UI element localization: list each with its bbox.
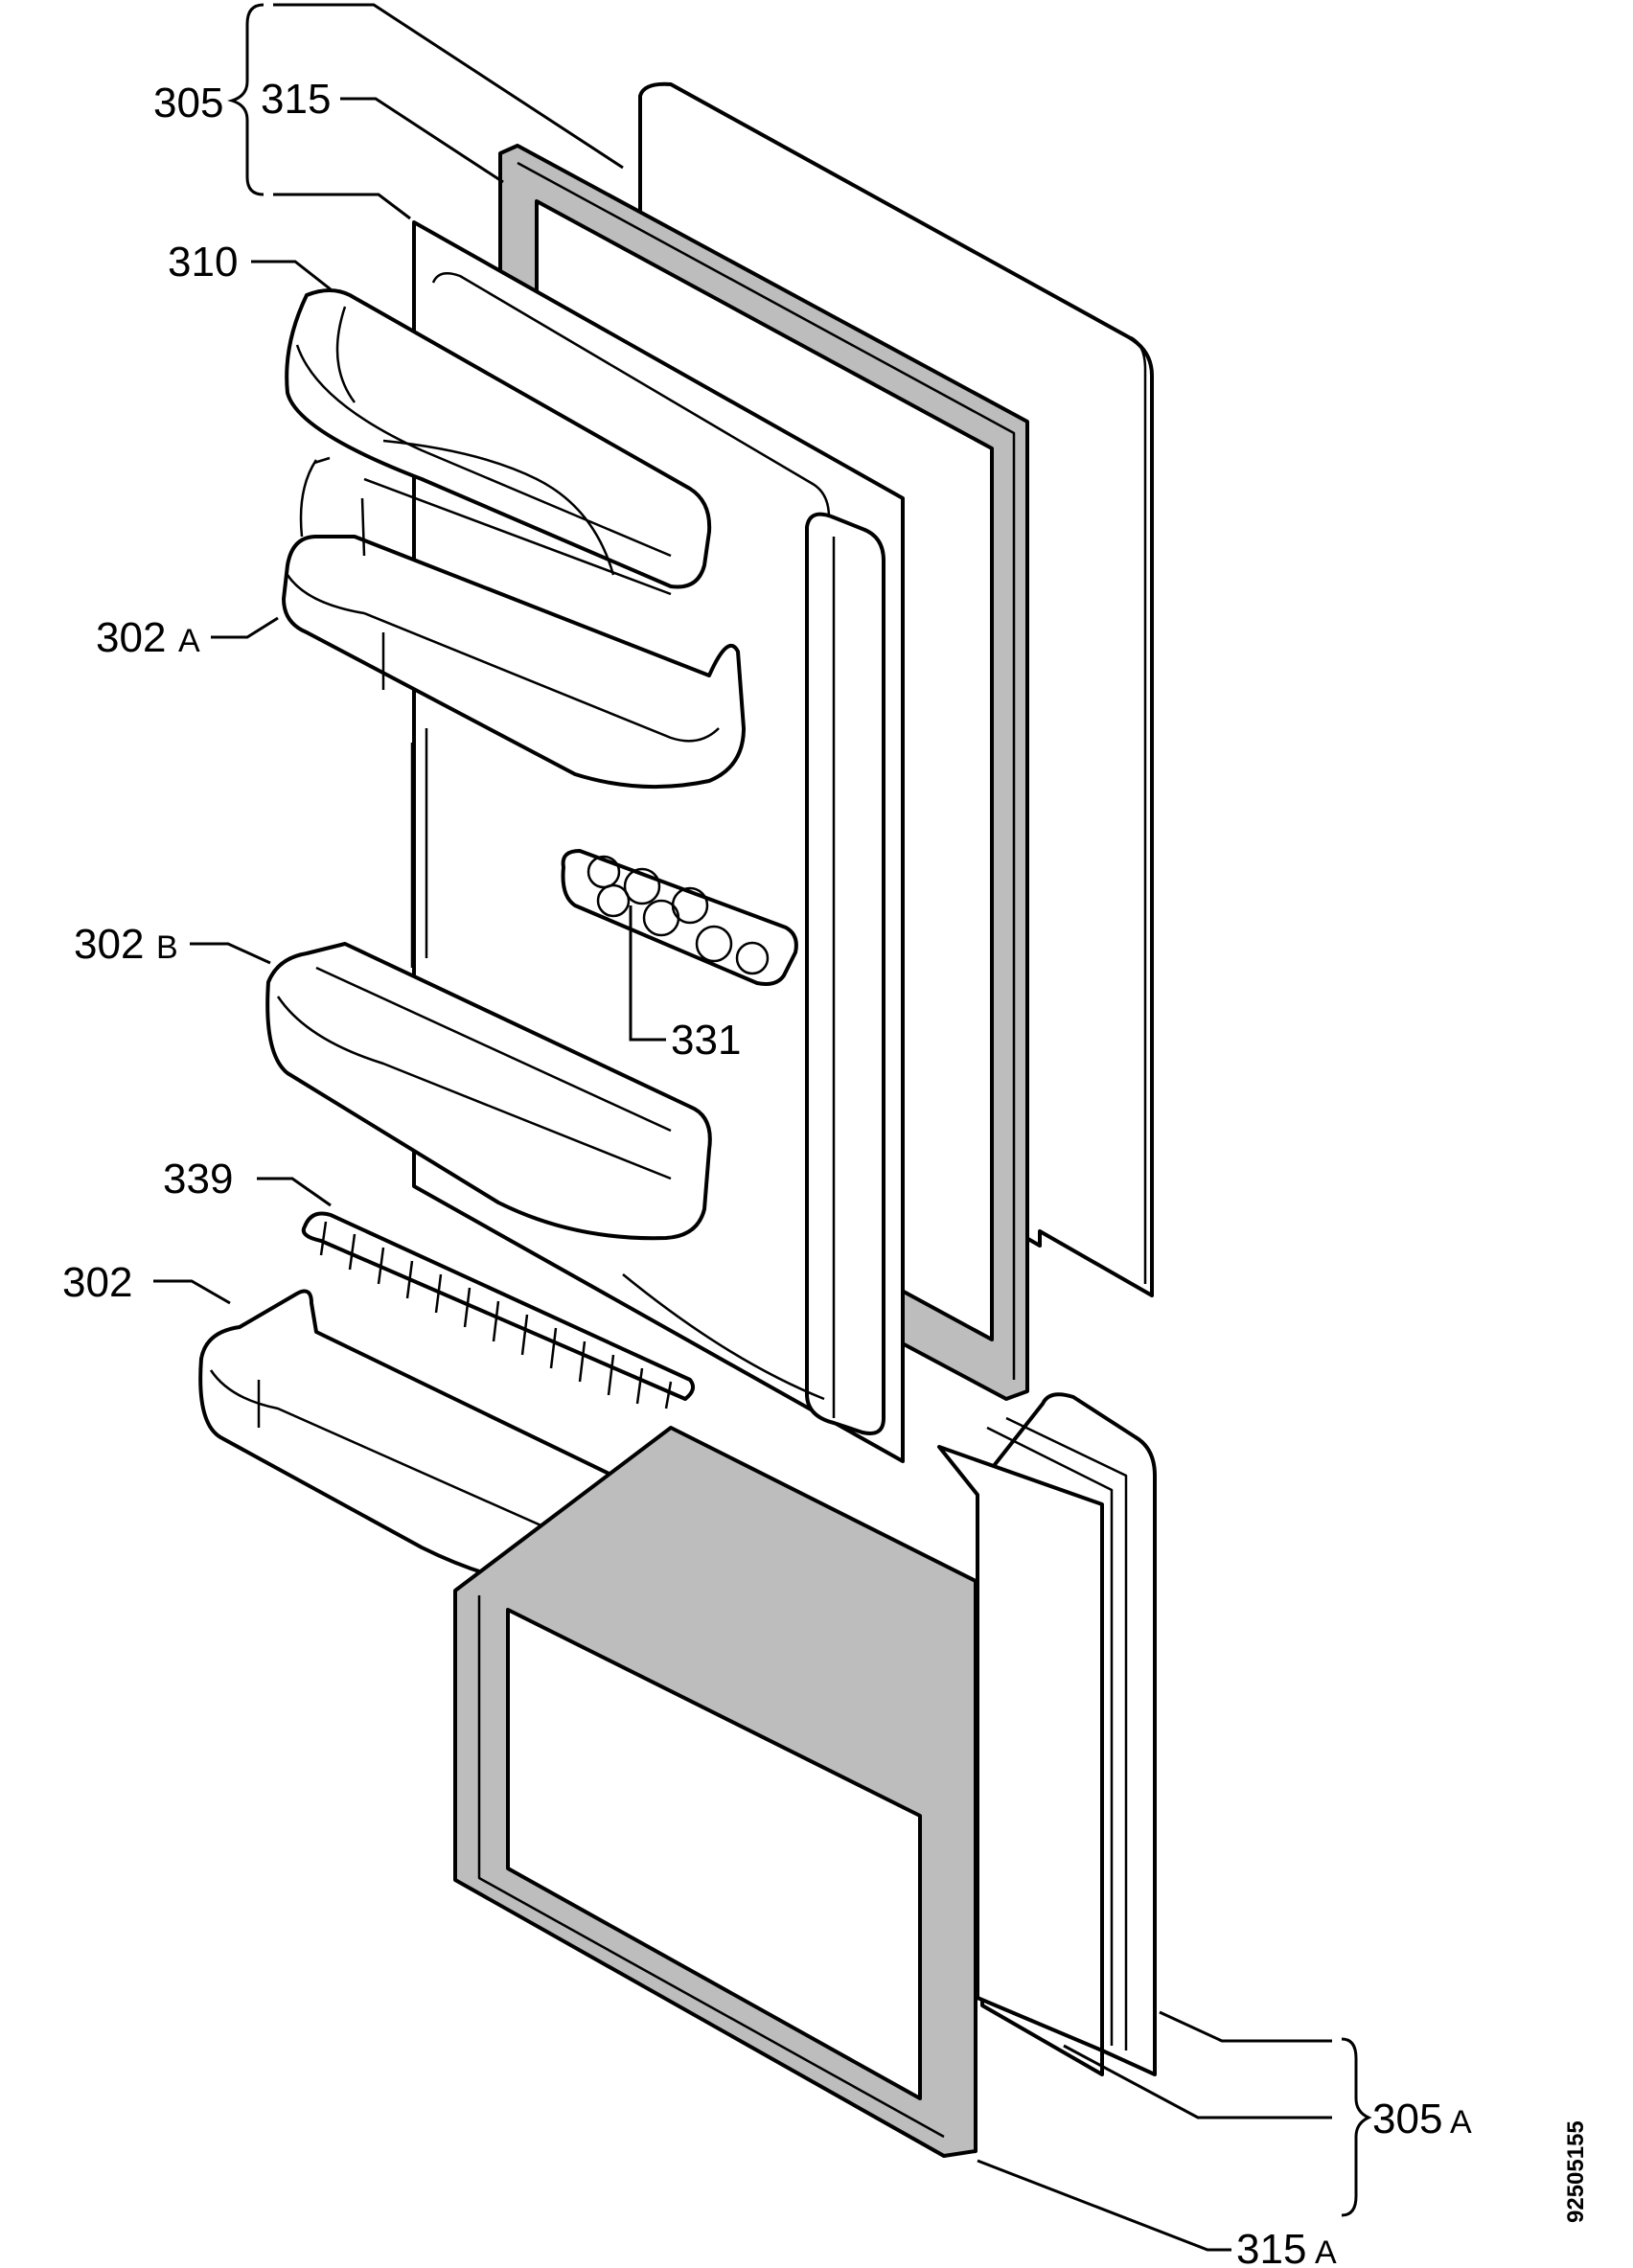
label-315a: 315 <box>1236 2226 1306 2268</box>
label-302a: 302 <box>96 614 166 661</box>
label-331: 331 <box>671 1017 741 1064</box>
label-302: 302 <box>62 1259 132 1306</box>
label-305a: 305 <box>1372 2096 1442 2142</box>
egg-tray <box>561 849 798 986</box>
label-305a-suffix: A <box>1450 2104 1472 2141</box>
label-315a-suffix: A <box>1315 2234 1337 2268</box>
door-shelf-302a <box>282 456 746 790</box>
lower-outer-door-panel <box>937 1392 1157 2076</box>
lower-door-gasket <box>453 1426 978 2158</box>
label-339: 339 <box>163 1156 233 1203</box>
part-labels: 305 315 310 302 A 302 B 331 339 302 305 … <box>62 76 1589 2268</box>
label-302b-suffix: B <box>156 929 178 966</box>
label-305: 305 <box>153 80 223 126</box>
label-302b: 302 <box>74 921 144 968</box>
bottle-retainer-grille <box>301 1211 696 1409</box>
door-shelf-302b <box>265 942 712 1241</box>
upper-shelf-cover <box>285 288 712 589</box>
leader-lines <box>153 3 1372 2252</box>
label-302a-suffix: A <box>178 623 200 659</box>
label-315: 315 <box>261 76 331 123</box>
drawing-id: 92505155 <box>1563 2120 1589 2223</box>
label-310: 310 <box>168 239 238 286</box>
